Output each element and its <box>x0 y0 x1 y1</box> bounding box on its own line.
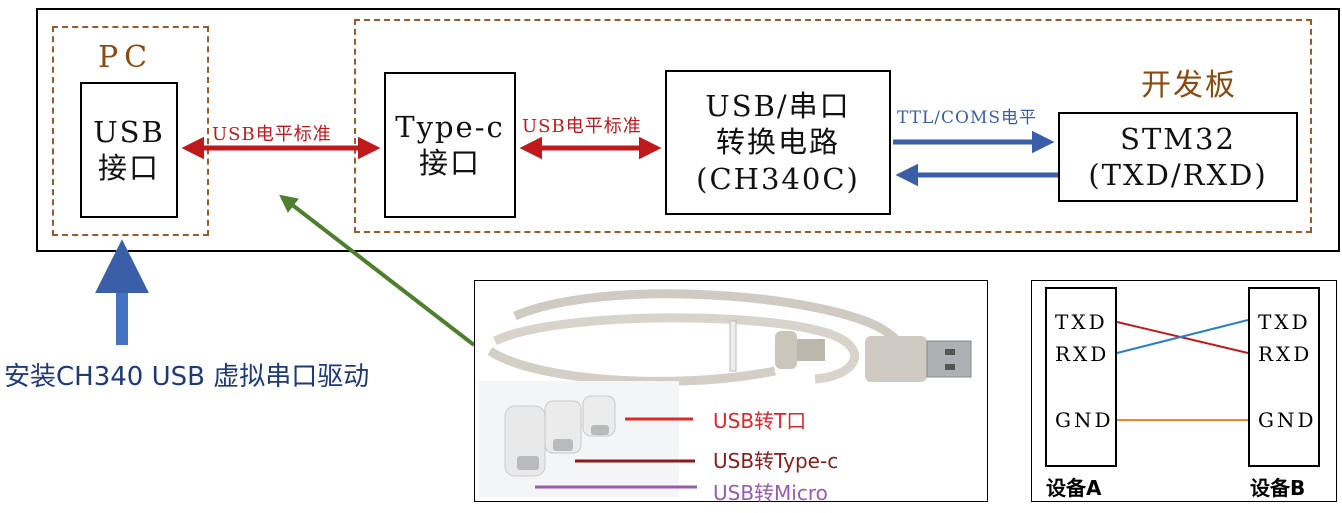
typec-port-box: Type-c 接口 <box>384 72 516 218</box>
stm32-box: STM32 (TXD/RXD) <box>1058 112 1298 202</box>
device-a-box <box>1045 287 1117 467</box>
device-b-rxd: RXD <box>1258 342 1313 366</box>
cable-label-usb-to-typec: USB转Type-c <box>713 449 839 473</box>
stm32-label-2: (TXD/RXD) <box>1088 158 1268 192</box>
ttl-level-label: TTL/COMS电平 <box>897 108 1038 128</box>
typec-label-1: Type-c <box>395 109 505 144</box>
usb-level-label-2: USB电平标准 <box>522 116 642 137</box>
stm32-label-1: STM32 <box>1120 121 1236 156</box>
pc-title: PC <box>98 40 154 75</box>
board-title: 开发板 <box>1141 68 1237 103</box>
converter-label-2: 转换电路 <box>715 125 840 160</box>
pc-region <box>52 26 209 236</box>
device-a-label: 设备A <box>1046 476 1102 500</box>
wire-a-rxd-to-b-txd <box>1116 319 1249 354</box>
device-a-gnd: GND <box>1055 408 1114 432</box>
pc-usb-label-2: 接口 <box>97 151 160 185</box>
device-a-rxd: RXD <box>1055 342 1110 366</box>
device-b-box <box>1248 287 1320 467</box>
cable-photo-panel: USB转T口 USB转Type-c USB转Micro <box>474 280 988 505</box>
board-region <box>354 19 1312 233</box>
device-b-txd: TXD <box>1258 310 1311 334</box>
converter-box: USB/串口 转换电路 (CH340C) <box>665 70 891 215</box>
pc-usb-label-1: USB <box>93 114 165 149</box>
device-b-gnd: GND <box>1258 408 1317 432</box>
usb-cable-illustration <box>479 289 972 497</box>
device-b-label: 设备B <box>1250 476 1306 500</box>
pc-usb-port-box: USB 接口 <box>80 82 178 218</box>
converter-label-1: USB/串口 <box>705 89 851 124</box>
cable-legend-lines <box>535 417 697 489</box>
cable-label-usb-to-micro: USB转Micro <box>713 481 828 505</box>
typec-label-2: 接口 <box>418 146 481 180</box>
driver-install-note: 安装CH340 USB 虚拟串口驱动 <box>4 362 370 392</box>
device-a-txd: TXD <box>1055 310 1108 334</box>
cable-label-usb-to-t: USB转T口 <box>713 409 807 433</box>
converter-label-3: (CH340C) <box>696 161 860 196</box>
cable-pointer-arrow <box>279 194 476 347</box>
